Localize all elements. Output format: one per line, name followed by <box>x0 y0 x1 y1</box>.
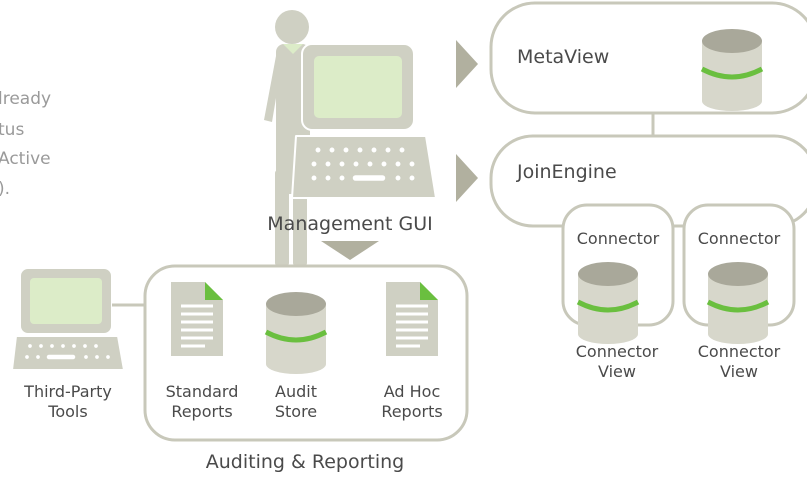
joinengine-label: JoinEngine <box>516 161 617 183</box>
connector-node-2: Connector Connector View <box>682 203 796 381</box>
adhoc-reports-line-1: Ad Hoc <box>384 382 441 401</box>
connector-2-label: Connector <box>698 229 781 248</box>
standard-reports-document-icon <box>169 280 225 358</box>
metaview-disk-icon <box>702 29 762 111</box>
standard-reports-line-2: Reports <box>171 402 232 421</box>
intro-fragment-1: lready <box>0 89 51 109</box>
connector-1-disk-icon <box>578 262 638 344</box>
audit-store-line-2: Store <box>275 402 317 421</box>
keyboard-keys <box>310 146 416 183</box>
connector-2-disk-icon <box>708 262 768 344</box>
third-party-label-line-2: Tools <box>47 402 87 421</box>
audit-store-disk-icon <box>266 292 326 374</box>
connector-view-2-line-1: Connector <box>698 342 781 361</box>
management-gui-label: Management GUI <box>267 213 432 235</box>
adhoc-reports-line-2: Reports <box>381 402 442 421</box>
arrow-to-auditing <box>321 241 379 260</box>
arrow-to-joinengine <box>456 154 478 202</box>
connector-view-1-line-1: Connector <box>576 342 659 361</box>
third-party-computer-icon <box>11 267 125 371</box>
audit-store-line-1: Audit <box>275 382 317 401</box>
auditing-reporting-group: Standard Reports Audit Store Ad Hoc Repo… <box>143 264 469 442</box>
management-computer-icon <box>291 43 437 199</box>
intro-fragment-2: tus <box>0 120 24 140</box>
adhoc-reports-document-icon <box>384 280 440 358</box>
connector-view-2-line-2: View <box>720 362 758 381</box>
joinengine-node: JoinEngine <box>489 134 807 228</box>
third-party-label-line-1: Third-Party <box>23 382 112 401</box>
connector-view-1-line-2: View <box>598 362 636 381</box>
intro-fragment-3: Active <box>0 149 51 169</box>
metaview-label: MetaView <box>517 46 609 68</box>
metaview-node: MetaView <box>489 1 807 115</box>
arrow-to-metaview <box>456 40 478 88</box>
connector-1-label: Connector <box>577 229 660 248</box>
connector-node-1: Connector Connector View <box>561 203 675 381</box>
standard-reports-line-1: Standard <box>166 382 239 401</box>
auditing-reporting-title: Auditing & Reporting <box>206 451 404 473</box>
intro-text: lready tus Active ). <box>0 89 51 199</box>
intro-fragment-4: ). <box>0 179 10 199</box>
